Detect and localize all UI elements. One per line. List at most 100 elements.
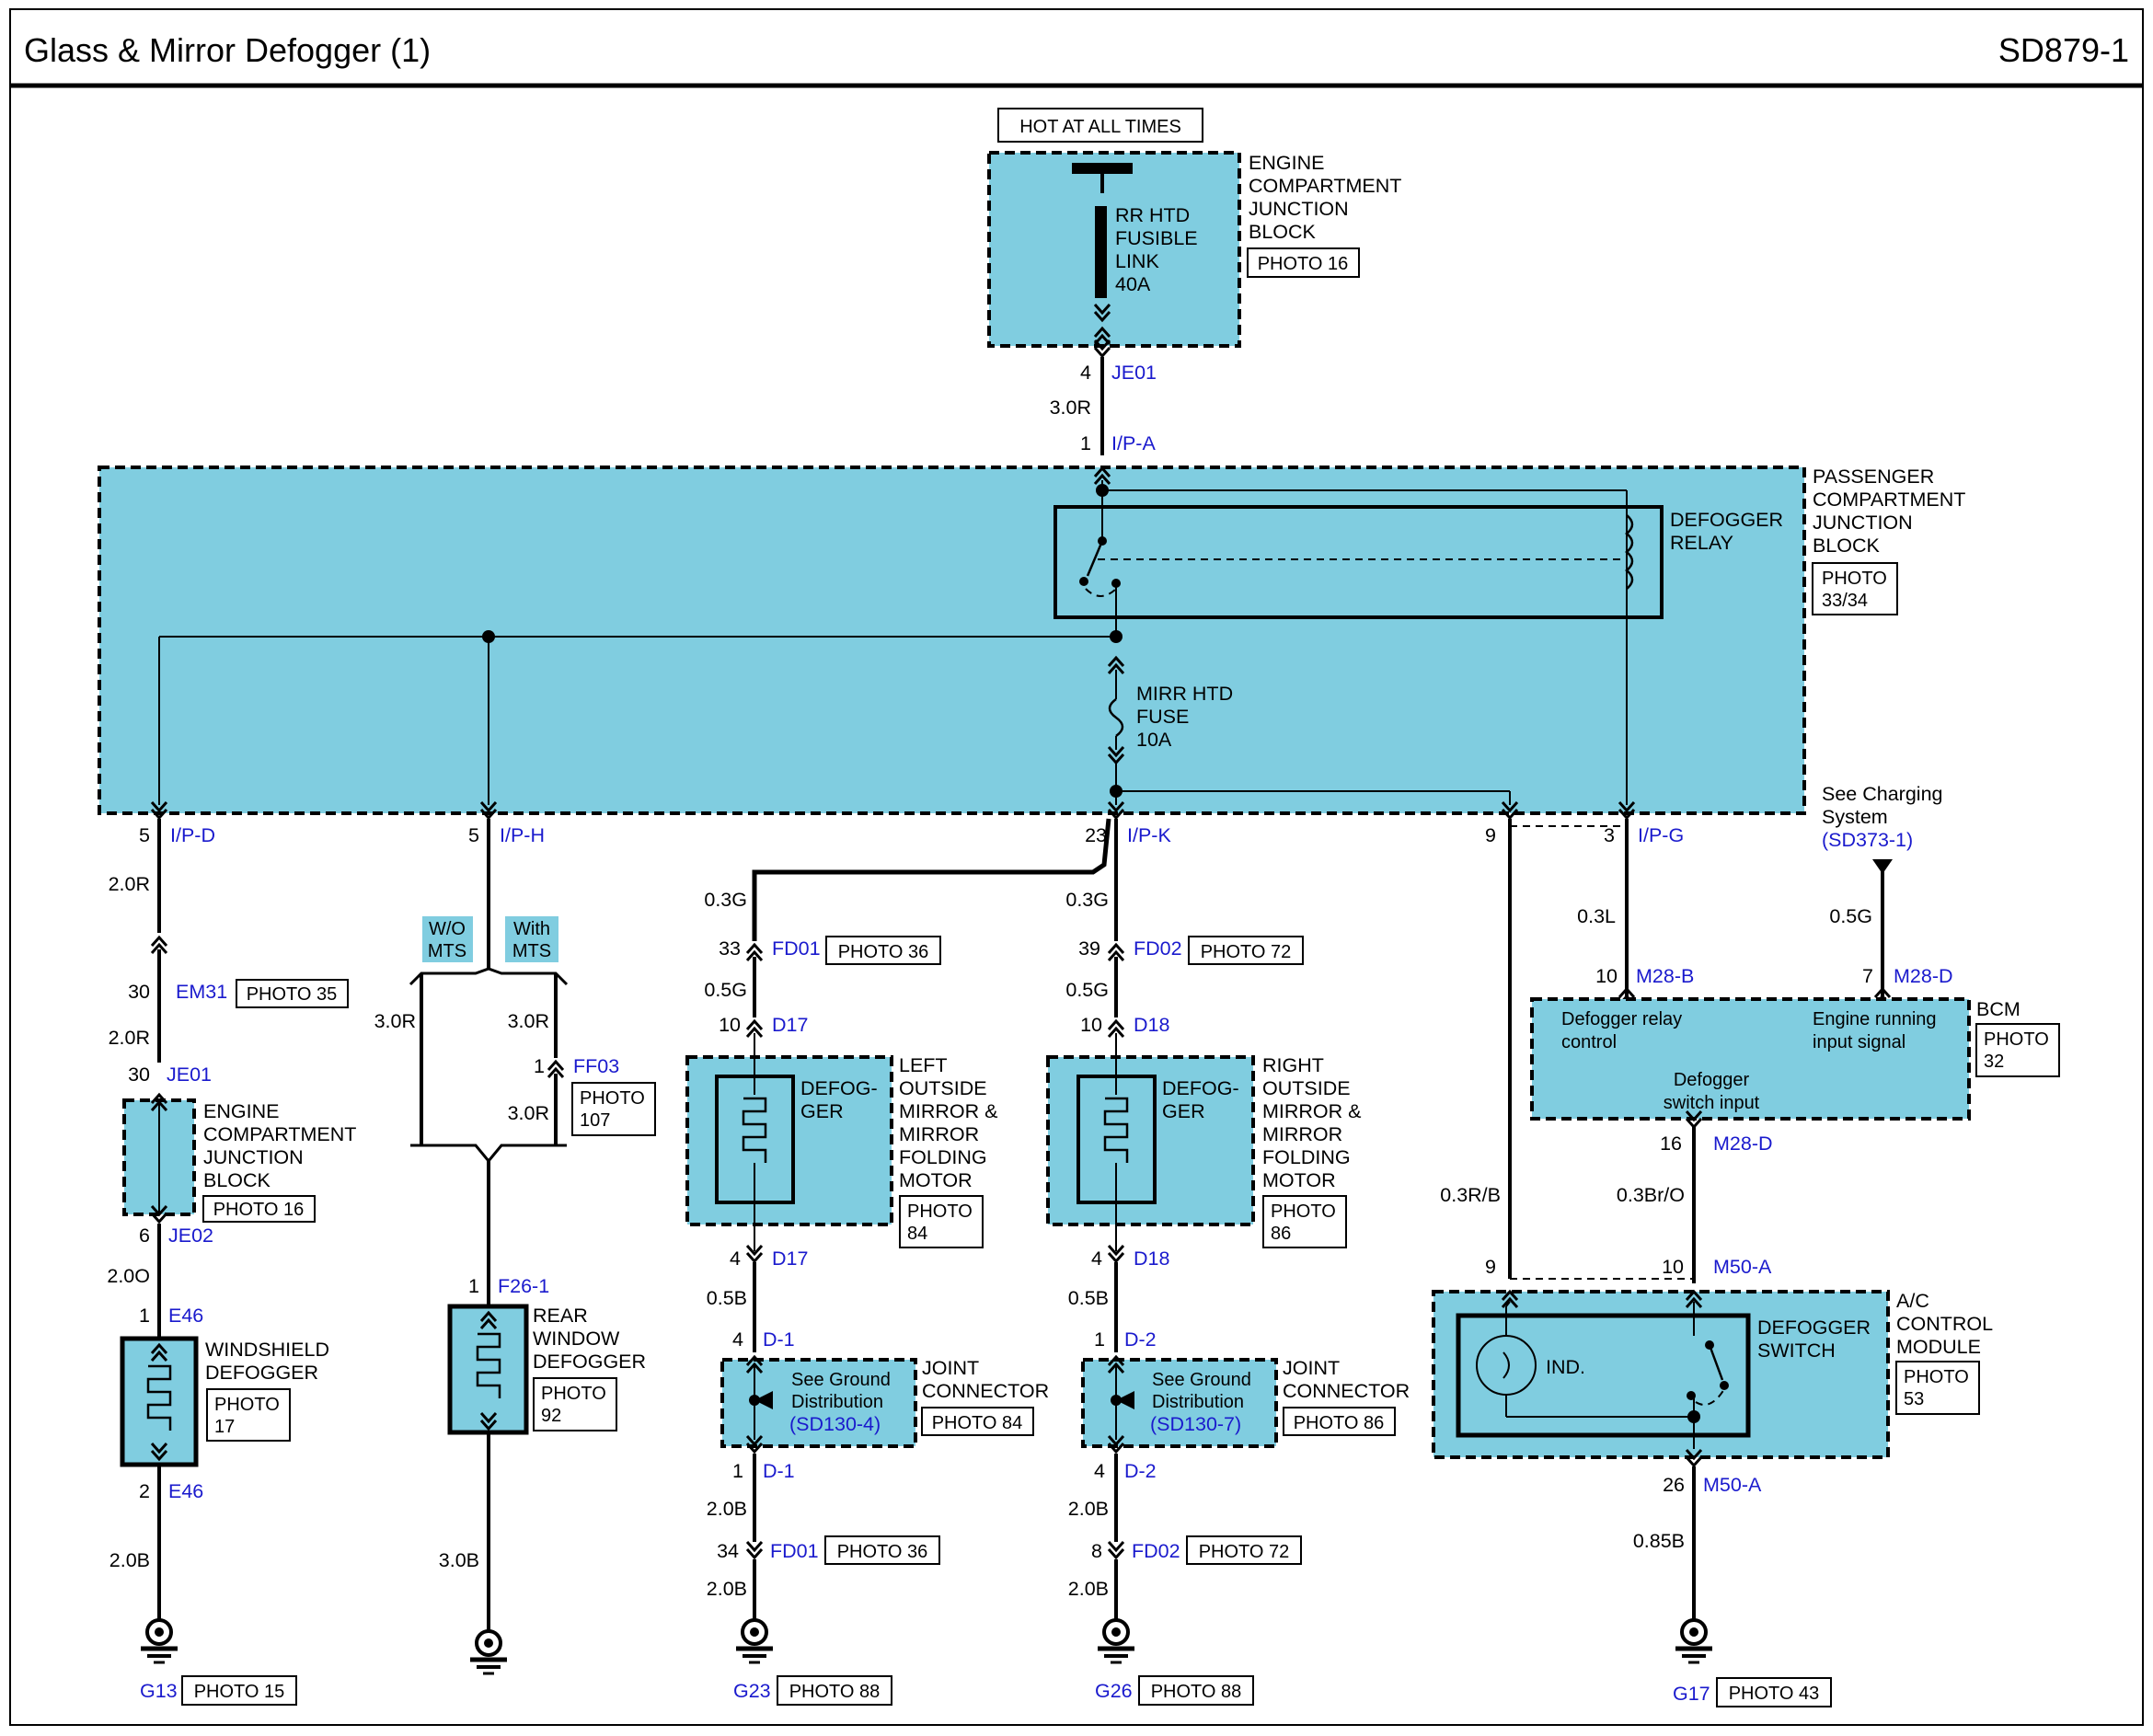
photo-ref: 53 <box>1904 1389 1924 1409</box>
photo-ref: PHOTO <box>1822 569 1887 589</box>
ground-distribution-link[interactable]: (SD130-4) <box>789 1413 881 1435</box>
photo-ref: PHOTO <box>907 1201 973 1222</box>
wire-color: 3.0B <box>439 1549 479 1571</box>
engine-junction-block-top <box>987 151 1241 348</box>
ground-distribution-link[interactable]: (SD130-7) <box>1150 1413 1241 1435</box>
joint-label: Distribution <box>1152 1392 1244 1412</box>
pin: 30 <box>128 1063 150 1086</box>
wire-color: 0.3L <box>1577 905 1616 927</box>
connector-code: D-2 <box>1124 1460 1157 1482</box>
wire-color: 3.0R <box>508 1102 549 1124</box>
photo-ref: PHOTO 15 <box>194 1682 285 1702</box>
photo-ref: 32 <box>1984 1052 2004 1072</box>
connector-code: M28-B <box>1636 965 1694 987</box>
component-name: CONNECTOR <box>1283 1380 1410 1402</box>
block-name: ENGINE <box>1249 152 1324 174</box>
photo-ref: PHOTO 72 <box>1199 1542 1290 1562</box>
connector-code: D-1 <box>763 1328 795 1351</box>
connector-code: FD02 <box>1134 937 1182 960</box>
right-mirror-motor <box>1046 1055 1255 1226</box>
pin: 7 <box>1862 965 1873 987</box>
bcm-label: Defogger relay <box>1561 1009 1682 1029</box>
connector-code: FD02 <box>1132 1540 1180 1562</box>
wire-color: 0.3Br/O <box>1617 1184 1685 1206</box>
option-label: MTS <box>428 941 466 961</box>
pin: 34 <box>717 1540 739 1562</box>
component-name: FOLDING <box>899 1146 987 1168</box>
connector-code: M28-D <box>1713 1132 1773 1155</box>
block-name: JUNCTION <box>1249 198 1349 220</box>
pin: 23 <box>1085 824 1107 846</box>
wire-color: 2.0B <box>707 1498 747 1520</box>
joint-label: Distribution <box>791 1392 883 1412</box>
pin: 2 <box>139 1480 150 1502</box>
component-name: WINDSHIELD <box>205 1339 329 1361</box>
wire-color: 0.3G <box>704 889 747 911</box>
block-name: BLOCK <box>1813 535 1881 557</box>
wire-color: 2.0O <box>107 1265 150 1287</box>
connector-code: I/P-K <box>1127 824 1171 846</box>
fuse-label: 10A <box>1136 729 1172 751</box>
photo-ref: PHOTO <box>214 1395 280 1415</box>
charging-link[interactable]: (SD373-1) <box>1822 829 1913 851</box>
component-name: MIRROR & <box>899 1100 998 1122</box>
pin: 8 <box>1091 1540 1102 1562</box>
component-name: MODULE <box>1896 1336 1981 1358</box>
pin: 10 <box>1595 965 1618 987</box>
component-name: DEFOGGER <box>533 1351 646 1373</box>
photo-ref: PHOTO <box>541 1384 606 1404</box>
photo-ref: PHOTO <box>1904 1367 1969 1387</box>
wire-color: 0.5G <box>1065 979 1109 1001</box>
connector-code: FD01 <box>772 937 821 960</box>
photo-ref: PHOTO 88 <box>789 1682 881 1702</box>
wire-color: 0.3R/B <box>1440 1184 1501 1206</box>
option-label: With <box>513 919 550 939</box>
charging-ref: See Charging <box>1822 783 1942 805</box>
ground-code: G26 <box>1095 1680 1133 1702</box>
pin: 39 <box>1078 937 1100 960</box>
component-label: GER <box>1162 1100 1205 1122</box>
pin: 4 <box>730 1247 741 1270</box>
photo-ref: PHOTO 88 <box>1151 1682 1242 1702</box>
connector-code: FF03 <box>573 1055 619 1077</box>
block-name: COMPARTMENT <box>1813 489 1965 511</box>
pin: 10 <box>719 1014 741 1036</box>
connector-code: E46 <box>168 1305 203 1327</box>
component-name: MOTOR <box>899 1169 973 1191</box>
wire-color: 2.0R <box>109 873 150 895</box>
wire-color: 0.3G <box>1065 889 1109 911</box>
pin: 33 <box>719 937 741 960</box>
wire-color: 2.0B <box>1068 1578 1109 1600</box>
ground-code: G23 <box>733 1680 771 1702</box>
wire-color: 2.0B <box>1068 1498 1109 1520</box>
hot-at-all-times-label: HOT AT ALL TIMES <box>1019 117 1181 137</box>
pin: 5 <box>139 824 150 846</box>
block-name: BLOCK <box>203 1169 271 1191</box>
option-label: W/O <box>429 919 466 939</box>
connector-code: M50-A <box>1713 1256 1772 1278</box>
block-name: ENGINE <box>203 1100 279 1122</box>
connector-code: D17 <box>772 1247 808 1270</box>
component-label: DEFOG- <box>1162 1077 1239 1099</box>
connector-code: M28-D <box>1894 965 1953 987</box>
wire-color: 3.0R <box>508 1010 549 1032</box>
block-name: PASSENGER <box>1813 466 1934 488</box>
component-name: JOINT <box>1283 1357 1340 1379</box>
left-mirror-motor <box>685 1055 893 1226</box>
wire-color: 0.5G <box>704 979 747 1001</box>
photo-ref: PHOTO 35 <box>247 984 338 1005</box>
pin: 9 <box>1485 1256 1496 1278</box>
component-name: CONTROL <box>1896 1313 1993 1335</box>
connector-code: I/P-G <box>1638 824 1684 846</box>
component-name: MIRROR <box>899 1123 979 1145</box>
photo-ref: PHOTO <box>1271 1201 1336 1222</box>
photo-ref: PHOTO 84 <box>932 1413 1023 1433</box>
block-name: JUNCTION <box>1813 512 1913 534</box>
block-name: COMPARTMENT <box>1249 175 1401 197</box>
ac-control-module <box>1432 1290 1890 1459</box>
ground-code: G17 <box>1673 1683 1710 1705</box>
component-name: WINDOW <box>533 1328 620 1350</box>
component-label: DEFOG- <box>800 1077 878 1099</box>
